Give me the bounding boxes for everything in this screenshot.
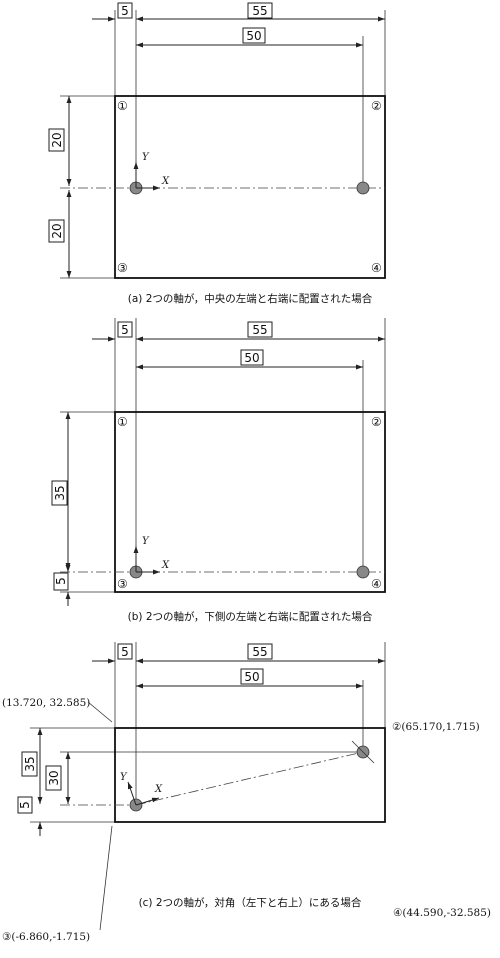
coord-p3: ③(-6.860,-1.715) bbox=[2, 931, 90, 943]
dim-box-50 bbox=[240, 349, 264, 366]
coord-p2: ②(65.170,1.715) bbox=[392, 721, 480, 733]
axis-y-label: Y bbox=[142, 536, 150, 547]
dim-label-lower: 5 bbox=[18, 801, 32, 809]
dim-label-width-total: 55 bbox=[252, 645, 267, 659]
dim-label-hole-span: 50 bbox=[244, 670, 259, 684]
dim-box-50 bbox=[242, 27, 266, 44]
dim-box-35 bbox=[21, 751, 38, 777]
corner-2: ② bbox=[371, 415, 382, 429]
dim-box-20-lower bbox=[48, 219, 65, 243]
dim-label-left-offset: 5 bbox=[121, 645, 129, 659]
dim-box-35 bbox=[51, 480, 68, 506]
dim-box-5-lower bbox=[53, 572, 69, 591]
dim-label-upper: 20 bbox=[50, 132, 64, 147]
dim-label-width-total: 55 bbox=[252, 323, 267, 337]
dim-box-55 bbox=[247, 643, 273, 660]
hole-right bbox=[356, 565, 370, 579]
plate-outline bbox=[114, 727, 386, 823]
dim-label-width-total: 55 bbox=[252, 4, 267, 18]
coord-p1: (13.720, 32.585) bbox=[2, 697, 90, 709]
corner-4: ④ bbox=[371, 577, 382, 591]
dim-label-hole-span: 50 bbox=[244, 351, 259, 365]
dim-label-left-offset: 5 bbox=[121, 323, 129, 337]
dim-label-lower: 5 bbox=[54, 577, 68, 585]
dim-box-50 bbox=[240, 668, 264, 685]
corner-1: ① bbox=[117, 415, 128, 429]
panel-c: 5 55 50 5 35 30 Y X (13.720, bbox=[2, 642, 491, 943]
corner-4: ④ bbox=[371, 261, 382, 275]
corner-2: ② bbox=[371, 99, 382, 113]
dim-label-left-offset: 5 bbox=[121, 4, 129, 18]
dim-box-5-lower bbox=[17, 796, 33, 814]
dim-label-inner: 30 bbox=[47, 770, 61, 785]
corner-3: ③ bbox=[117, 577, 128, 591]
coord-p4: ④(44.590,-32.585) bbox=[393, 907, 491, 919]
dim-box-20-upper bbox=[48, 128, 65, 152]
plate-outline bbox=[114, 411, 386, 593]
axis-y-label: Y bbox=[142, 152, 150, 163]
corner-1: ① bbox=[117, 99, 128, 113]
dim-box-5 bbox=[117, 643, 133, 660]
caption-c: (c) 2つの軸が，対角（左下と右上）にある場合 bbox=[139, 896, 362, 909]
dim-label-upper-outer: 35 bbox=[23, 756, 37, 771]
dim-box-55 bbox=[247, 321, 273, 338]
dim-box-55 bbox=[247, 2, 273, 19]
dim-label-lower: 20 bbox=[50, 223, 64, 238]
axis-x-label: X bbox=[161, 560, 170, 571]
panel-a: 5 55 50 20 20 Y X ① ② ③ ④ (a) 2つの軸が，中央の左… bbox=[48, 2, 386, 305]
axis-y-label: Y bbox=[120, 772, 128, 783]
plate-outline bbox=[114, 95, 386, 279]
axis-x-label: X bbox=[154, 784, 163, 795]
caption-b: (b) 2つの軸が，下側の左端と右端に配置された場合 bbox=[128, 610, 373, 623]
panel-b: 5 55 50 35 5 Y X ① ② ③ ④ (b) 2つの軸が，下側の左端… bbox=[51, 318, 386, 623]
axis-x-label: X bbox=[161, 176, 170, 187]
dim-box-5 bbox=[117, 2, 133, 19]
dim-label-upper: 35 bbox=[53, 485, 67, 500]
corner-3: ③ bbox=[117, 261, 128, 275]
dim-box-30 bbox=[45, 765, 62, 791]
caption-a: (a) 2つの軸が，中央の左端と右端に配置された場合 bbox=[128, 292, 373, 305]
hole-right bbox=[356, 181, 370, 195]
dim-label-hole-span: 50 bbox=[246, 29, 261, 43]
dim-box-5 bbox=[117, 321, 133, 338]
